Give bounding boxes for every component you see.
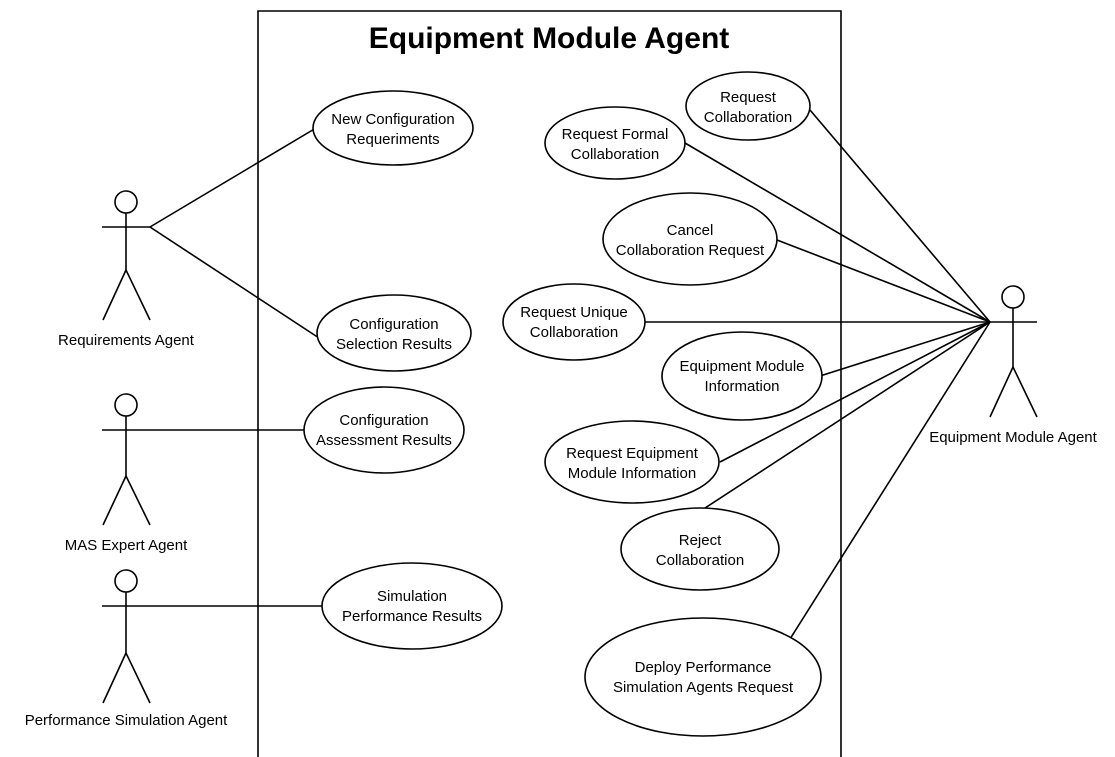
assoc-equipment-equip-info [819, 321, 991, 377]
usecase-new-configuration: New Configuration Requeriments [312, 90, 474, 166]
svg-text:Assessment Results: Assessment Results [316, 432, 452, 449]
svg-text:Simulation Agents Request: Simulation Agents Request [613, 679, 794, 696]
actor-label-equipment-module: Equipment Module Agent [929, 429, 1097, 446]
svg-text:Module Information: Module Information [568, 465, 696, 482]
svg-text:Cancel: Cancel [667, 222, 714, 239]
svg-text:Collaboration: Collaboration [704, 109, 792, 126]
usecase-simulation-performance: Simulation Performance Results [321, 562, 503, 650]
assoc-equipment-reject [701, 321, 991, 511]
usecase-request-formal-collaboration: Request Formal Collaboration [544, 106, 686, 180]
system-title: Equipment Module Agent [369, 22, 730, 55]
system-boundary: Equipment Module Agent [257, 10, 842, 757]
assoc-equipment-cancel [776, 239, 991, 323]
svg-text:Information: Information [704, 378, 779, 395]
actor-requirements: Requirements Agent [58, 190, 195, 349]
assoc-equipment-request-formal [684, 142, 991, 323]
svg-text:Collaboration Request: Collaboration Request [616, 242, 765, 259]
svg-text:New Configuration: New Configuration [331, 111, 454, 128]
assoc-equipment-deploy [777, 321, 991, 659]
svg-text:Request: Request [720, 89, 777, 106]
assoc-equipment-request-collab [809, 109, 991, 323]
usecase-deploy-performance-simulation: Deploy Performance Simulation Agents Req… [584, 617, 822, 737]
actor-mas-expert: MAS Expert Agent [65, 393, 188, 554]
svg-text:Equipment Module: Equipment Module [679, 358, 804, 375]
svg-text:Request Equipment: Request Equipment [566, 445, 699, 462]
svg-text:Request Formal: Request Formal [562, 126, 669, 143]
svg-text:Collaboration: Collaboration [530, 324, 618, 341]
usecase-configuration-selection: Configuration Selection Results [316, 294, 472, 372]
usecase-cancel-collaboration-request: Cancel Collaboration Request [602, 192, 778, 286]
assoc-requirements-new-config [149, 127, 317, 228]
svg-text:Simulation: Simulation [377, 588, 447, 605]
usecase-request-unique-collaboration: Request Unique Collaboration [502, 283, 646, 361]
assoc-requirements-config-selection [149, 226, 320, 339]
actor-label-requirements: Requirements Agent [58, 332, 195, 349]
svg-text:Reject: Reject [679, 532, 722, 549]
actor-label-performance-simulation: Performance Simulation Agent [25, 712, 228, 729]
svg-text:Requeriments: Requeriments [346, 131, 439, 148]
svg-text:Configuration: Configuration [339, 412, 428, 429]
usecase-configuration-assessment: Configuration Assessment Results [303, 386, 465, 474]
svg-text:Selection Results: Selection Results [336, 336, 452, 353]
usecase-equipment-module-information: Equipment Module Information [661, 331, 823, 421]
svg-text:Deploy Performance: Deploy Performance [635, 659, 772, 676]
svg-text:Request Unique: Request Unique [520, 304, 628, 321]
usecase-request-equipment-module-information: Request Equipment Module Information [544, 420, 720, 504]
assoc-equipment-request-equip-info [719, 321, 991, 463]
usecase-request-collaboration: Request Collaboration [685, 71, 811, 141]
svg-text:Performance Results: Performance Results [342, 608, 482, 625]
svg-text:Collaboration: Collaboration [571, 146, 659, 163]
usecase-reject-collaboration: Reject Collaboration [620, 507, 780, 591]
actor-performance-simulation: Performance Simulation Agent [25, 569, 228, 729]
svg-text:Collaboration: Collaboration [656, 552, 744, 569]
actor-label-mas-expert: MAS Expert Agent [65, 537, 188, 554]
svg-text:Configuration: Configuration [349, 316, 438, 333]
associations [149, 109, 991, 659]
actor-equipment-module: Equipment Module Agent [929, 285, 1098, 446]
